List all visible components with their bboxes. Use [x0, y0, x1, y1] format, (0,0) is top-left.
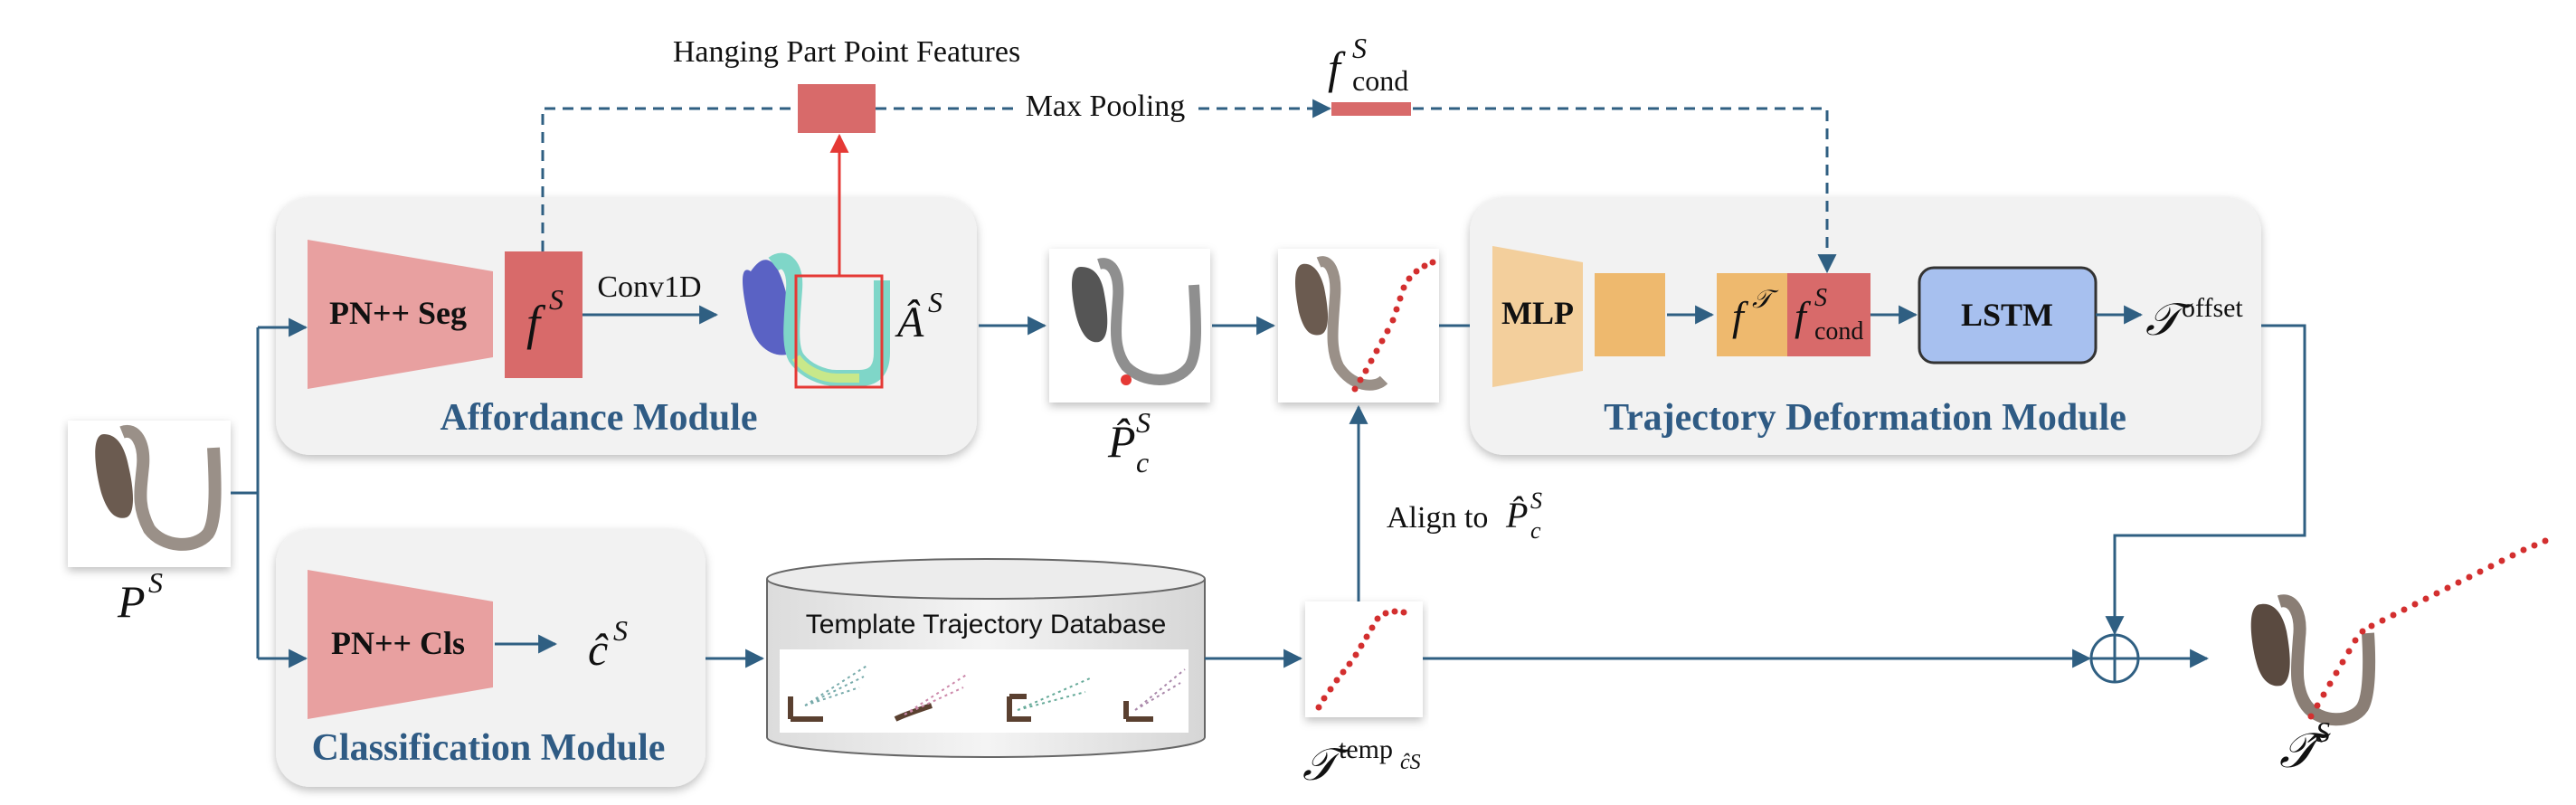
input-point-cloud	[95, 424, 222, 551]
input-branch-lines	[231, 317, 308, 668]
a-hat-label: Â S	[895, 286, 942, 346]
t-temp-label: 𝒯 temp ĉS	[1302, 734, 1421, 790]
svg-text:Align to: Align to	[1387, 501, 1488, 535]
svg-text:cond: cond	[1352, 64, 1408, 97]
svg-text:Â: Â	[895, 298, 924, 346]
pn-cls-label: PN++ Cls	[331, 625, 465, 661]
svg-text:P̂: P̂	[1107, 416, 1136, 467]
p-c-s-label: P̂ S c	[1107, 406, 1151, 478]
svg-text:ĉ: ĉ	[588, 624, 609, 675]
svg-text:S: S	[613, 614, 628, 647]
database-title: Template Trajectory Database	[806, 610, 1167, 639]
svg-text:temp: temp	[1339, 734, 1393, 764]
contact-point-cloud	[1072, 258, 1201, 385]
output-point-cloud	[2250, 594, 2376, 726]
pn-cls-encoder	[308, 570, 493, 719]
max-pooling-label: Max Pooling	[1026, 90, 1186, 123]
svg-text:f: f	[1328, 43, 1346, 93]
pn-seg-label: PN++ Seg	[329, 295, 467, 331]
classification-module-title: Classification Module	[312, 727, 666, 769]
pn-seg-encoder	[308, 240, 493, 389]
svg-text:S: S	[148, 566, 163, 599]
f-s-block	[505, 251, 582, 378]
svg-text:cond: cond	[1814, 317, 1863, 346]
svg-text:c: c	[1136, 446, 1149, 478]
svg-text:S: S	[928, 286, 942, 318]
sum-node	[2089, 633, 2140, 684]
svg-text:offset: offset	[2182, 293, 2243, 323]
svg-text:S: S	[1136, 406, 1151, 439]
svg-text:c: c	[1530, 517, 1541, 544]
t-offset-label: 𝒯 offset	[2145, 293, 2243, 345]
svg-text:P: P	[117, 576, 146, 627]
database-examples	[788, 664, 1186, 722]
offset-to-sum-path	[2105, 324, 2306, 636]
hanging-part-features-label: Hanging Part Point Features	[673, 35, 1020, 69]
hanging-features-block	[798, 84, 876, 133]
conv1d-label: Conv1D	[597, 270, 701, 304]
lstm-label: LSTM	[1961, 297, 2053, 333]
deformation-module-title: Trajectory Deformation Module	[1604, 397, 2126, 439]
dashed-feature-path	[541, 99, 1837, 274]
mlp-output-block	[1595, 273, 1665, 356]
affordance-module-box	[276, 197, 977, 455]
t-hat-s-label: 𝒯̂ S	[2279, 715, 2331, 778]
mlp-block	[1492, 246, 1583, 387]
f-cond-top-label: f S cond	[1328, 32, 1408, 97]
mlp-label: MLP	[1501, 295, 1574, 331]
f-cond-top-block	[1331, 102, 1411, 116]
f-t-block	[1717, 273, 1787, 356]
align-label: Align to P̂ S c	[1387, 488, 1542, 544]
template-database-cylinder	[766, 558, 1206, 758]
svg-text:ĉS: ĉS	[1400, 751, 1421, 774]
svg-text:S: S	[549, 283, 564, 316]
template-traj-points	[1315, 608, 1407, 711]
p-s-label: P S	[117, 566, 163, 627]
svg-text:S: S	[1814, 284, 1827, 312]
svg-text:S: S	[1530, 488, 1542, 514]
svg-text:S: S	[2316, 715, 2330, 748]
output-trajectory-points	[2307, 537, 2549, 720]
input-image-frame	[68, 421, 231, 567]
affordance-module-title: Affordance Module	[440, 397, 757, 439]
c-hat-label: ĉ S	[588, 614, 628, 675]
f-cond-block	[1787, 273, 1870, 356]
svg-text:S: S	[1352, 32, 1367, 64]
aligned-traj-cloud	[1295, 256, 1436, 393]
svg-text:P̂: P̂	[1505, 495, 1528, 535]
